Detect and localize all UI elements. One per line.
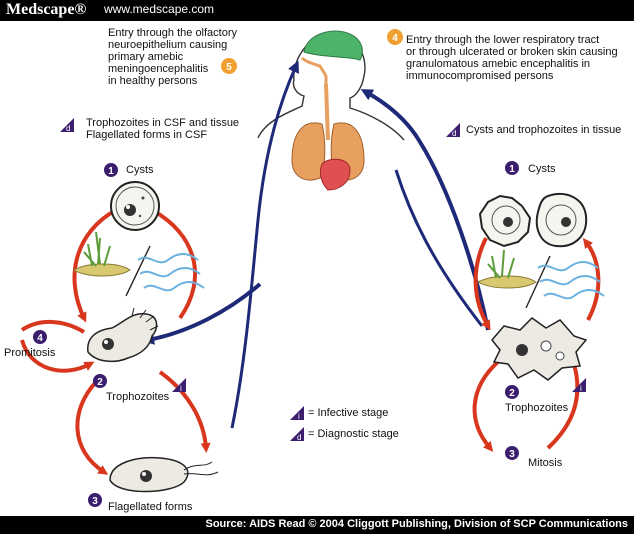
infective-stage-icon: i [290,406,304,421]
left-promitosis-label: Promitosis [4,347,56,359]
olfactory-entry-text: Entry through the olfactory neuroepithel… [108,27,238,87]
header-bar: Medscape® www.medscape.com [0,0,634,21]
medscape-logo: Medscape® [6,1,87,18]
cyst-cell-right-star [478,194,532,248]
route-arrow-to-trophozoite [142,282,262,345]
infective-marker-right: i [572,378,586,393]
svg-text:d: d [66,124,70,133]
cycle-arrow-right-troph-to-cyst [582,238,601,321]
svg-text:i: i [298,412,300,421]
route-line-inner [394,169,484,327]
svg-text:3: 3 [92,496,98,507]
cycle-arrow-right-cyst-to-troph [473,237,491,331]
left-flagellated-label: Flagellated forms [108,501,193,513]
cycle-arrow-right-mitosis-to-troph [546,353,580,450]
svg-text:1: 1 [108,166,114,177]
route-arrow-to-nose [230,60,299,429]
cycle-arrow-flagellated-to-troph [158,370,211,453]
badge-left-cysts: 1 [104,163,118,177]
svg-text:2: 2 [509,388,515,399]
cyst-cell-right-round [535,193,588,248]
badge-left-flagellated: 3 [88,493,102,507]
cycle-arrow-troph-to-flagellated [75,380,109,475]
nasal-passage [300,56,328,96]
left-trophozoites-label: Trophozoites [106,391,170,403]
infective-marker-left: i [172,378,186,393]
badge-right-mitosis: 3 [505,446,519,460]
right-trophozoites-label: Trophozoites [505,402,569,414]
lung-left-icon [291,122,326,181]
brain-icon [303,30,363,61]
diagnostic-stage-icon: d [290,427,304,442]
badge-right-cysts: 1 [505,161,519,175]
life-cycle-diagram: i d d d i i 1 4 2 3 1 2 3 5 4 [20,29,605,507]
left-diagnostic-text: Trophozoites in CSF and tissue Flagellat… [86,117,240,141]
svg-text:4: 4 [392,33,398,44]
environment-soil-water-right [476,249,605,309]
badge-entry-respiratory: 4 [387,29,403,45]
trophozoite-cell-left [87,307,159,363]
human-figure [257,30,405,191]
svg-text:d: d [452,129,456,138]
left-cysts-label: Cysts [126,164,154,176]
diagnostic-marker-left: d [60,118,74,133]
badge-left-trophozoites: 2 [93,374,107,388]
badge-right-trophozoites: 2 [505,385,519,399]
cycle-arrow-promitosis-top [20,319,86,334]
svg-text:i: i [180,384,182,393]
svg-text:1: 1 [509,164,515,175]
svg-text:3: 3 [509,449,515,460]
flagellated-cell [109,456,219,493]
footer-bar: Source: AIDS Read © 2004 Cliggott Publis… [0,516,634,534]
cycle-arrow-cyst-to-troph-left [72,208,117,323]
svg-text:4: 4 [37,333,43,344]
diagnostic-marker-right: d [446,123,460,138]
environment-soil-water-left [73,231,205,297]
trachea [324,83,330,141]
source-credit: Source: AIDS Read © 2004 Cliggott Publis… [205,518,629,530]
svg-text:d: d [297,433,301,442]
svg-text:i: i [580,384,582,393]
site-url: www.medscape.com [104,2,215,16]
cycle-arrow-troph-to-cyst-right [147,207,198,320]
right-cysts-label: Cysts [528,163,556,175]
badge-entry-olfactory: 5 [221,58,237,74]
legend-infective-label: = Infective stage [308,407,389,419]
svg-text:2: 2 [97,377,103,388]
heart-icon [319,158,351,191]
trophozoite-cell-right [491,317,588,381]
respiratory-entry-text: Entry through the lower respiratory trac… [406,34,618,82]
cycle-arrow-right-troph-to-mitosis [472,358,502,452]
cycle-arrow-promitosis-bottom [20,339,95,373]
right-mitosis-label: Mitosis [528,457,563,469]
legend-diagnostic-label: = Diagnostic stage [308,428,399,440]
svg-text:5: 5 [226,62,232,73]
right-diagnostic-text: Cysts and trophozoites in tissue [466,124,622,136]
cyst-cell-left [110,181,160,231]
badge-left-promitosis: 4 [33,330,47,344]
